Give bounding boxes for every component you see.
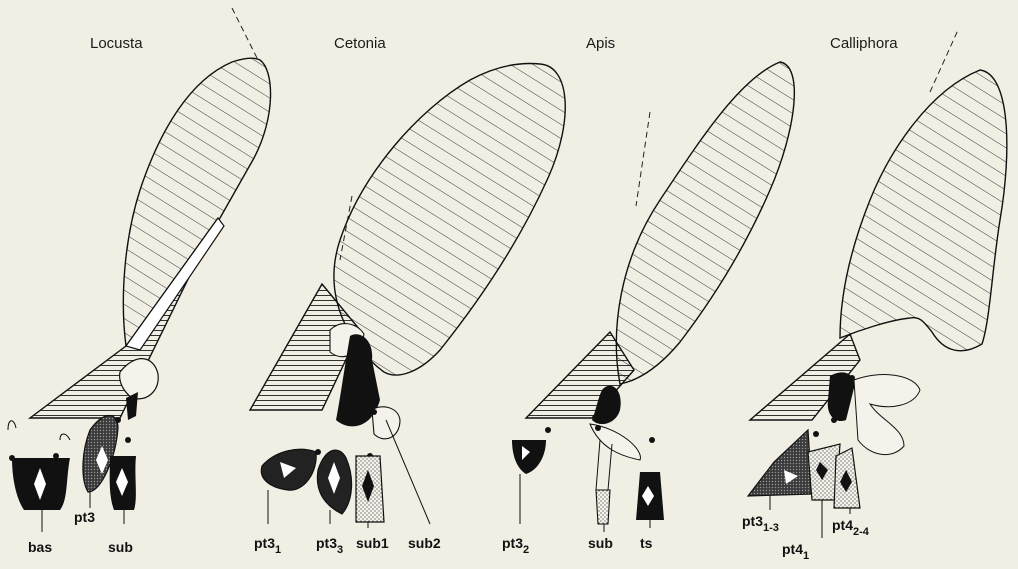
label-pt3-1-3: pt31-3 <box>742 513 779 534</box>
label-sub: sub <box>588 535 613 551</box>
label-pt4-2-4: pt42-4 <box>832 517 870 538</box>
tendon-line <box>608 444 612 490</box>
panel-locusta: Locusta bas pt3 sub <box>8 8 271 555</box>
alula-lobes <box>854 375 920 455</box>
label-sub: sub <box>108 539 133 555</box>
label-pt3-3: pt33 <box>316 535 343 556</box>
panel-title-locusta: Locusta <box>90 35 143 52</box>
attachment-point <box>649 437 655 443</box>
axis-dash-line <box>930 30 958 92</box>
axis-dash-line <box>232 8 258 60</box>
label-bas: bas <box>28 539 52 555</box>
wing-blade-distal <box>123 58 270 346</box>
label-ts: ts <box>640 535 653 551</box>
attachment-point <box>53 453 59 459</box>
label-pt3: pt3 <box>74 509 95 525</box>
wing-blade-distal <box>840 70 1007 351</box>
panel-title-apis: Apis <box>586 35 615 52</box>
panel-cetonia: Cetonia pt31 pt33 sub1 sub2 <box>250 35 565 556</box>
attachment-point <box>831 417 837 423</box>
label-pt4-1: pt41 <box>782 541 809 562</box>
attachment-point <box>371 409 377 415</box>
tendon-line <box>596 440 600 490</box>
attachment-point <box>315 449 321 455</box>
attachment-point <box>813 431 819 437</box>
muscle-sub <box>596 490 610 524</box>
attachment-point <box>849 375 855 381</box>
attachment-point <box>595 425 601 431</box>
panel-title-cetonia: Cetonia <box>334 35 386 52</box>
muscle-pt3-1-3 <box>748 430 812 496</box>
label-pt3-2: pt32 <box>502 535 529 556</box>
attachment-point <box>125 437 131 443</box>
wing-blade-distal <box>334 64 565 376</box>
attachment-point <box>115 417 121 423</box>
muscle-pt3-2 <box>512 440 546 474</box>
label-pt3-1: pt31 <box>254 535 281 556</box>
panel-title-calliphora: Calliphora <box>830 35 898 52</box>
label-sub1: sub1 <box>356 535 389 551</box>
axis-dash-line <box>636 112 650 206</box>
membrane-fold <box>8 421 70 440</box>
attachment-point <box>9 455 15 461</box>
leader-line <box>386 420 430 524</box>
attachment-point <box>545 427 551 433</box>
wing-blade-distal <box>616 62 794 384</box>
label-sub2: sub2 <box>408 535 441 551</box>
